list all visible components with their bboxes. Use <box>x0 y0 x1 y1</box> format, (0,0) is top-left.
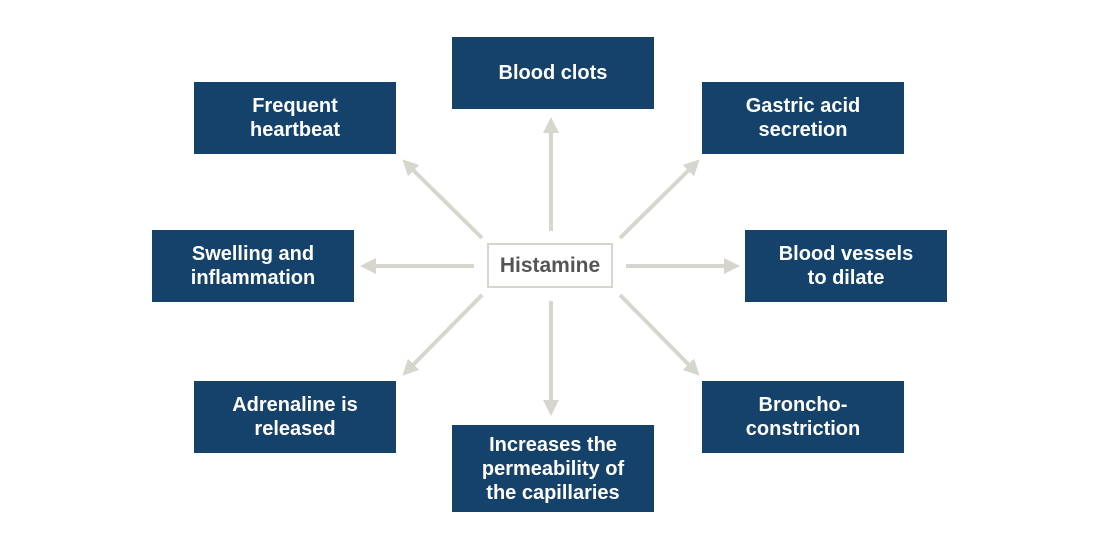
node-swelling: Swelling and inflammation <box>152 230 354 302</box>
histamine-node: Histamine <box>487 243 613 288</box>
node-vessels-dilate: Blood vessels to dilate <box>745 230 947 302</box>
arrow-to-frequent-heartbeat <box>402 159 484 240</box>
node-blood-clots: Blood clots <box>452 37 654 109</box>
node-gastric-acid: Gastric acid secretion <box>702 82 904 154</box>
node-bronchoconstriction: Broncho- constriction <box>702 381 904 453</box>
arrow-to-bronchoconstriction <box>618 293 700 376</box>
node-frequent-heartbeat: Frequent heartbeat <box>194 82 396 154</box>
arrow-to-adrenaline <box>402 293 484 376</box>
node-adrenaline: Adrenaline is released <box>194 381 396 453</box>
node-permeability: Increases the permeability of the capill… <box>452 425 654 512</box>
arrow-to-gastric-acid <box>618 159 700 240</box>
